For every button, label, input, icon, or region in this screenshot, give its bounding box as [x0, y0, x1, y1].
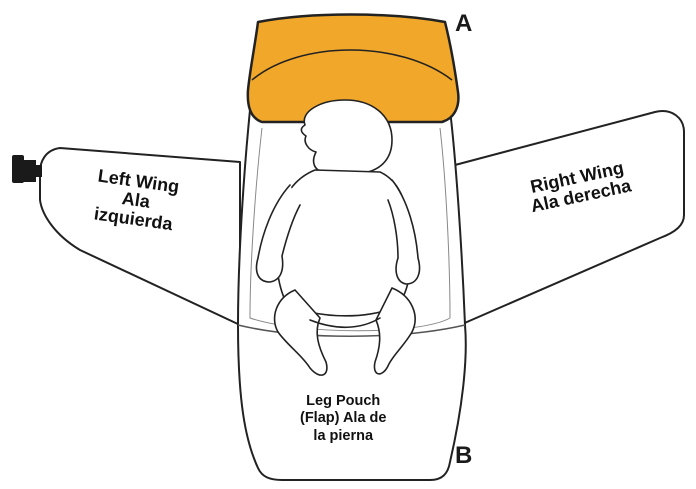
marker-a: A: [455, 10, 472, 38]
left-wing-label: Left Wing Ala izquierda: [91, 167, 180, 235]
leg-pouch-label: Leg Pouch (Flap) Ala de la pierna: [300, 393, 386, 445]
leg-pouch-line3: la pierna: [300, 428, 386, 445]
valve-icon: [12, 155, 42, 183]
leg-pouch-line1: Leg Pouch: [300, 393, 386, 410]
leg-pouch-line2: (Flap) Ala de: [300, 410, 386, 427]
marker-b: B: [455, 442, 472, 470]
right-wing-shape: [455, 111, 684, 325]
